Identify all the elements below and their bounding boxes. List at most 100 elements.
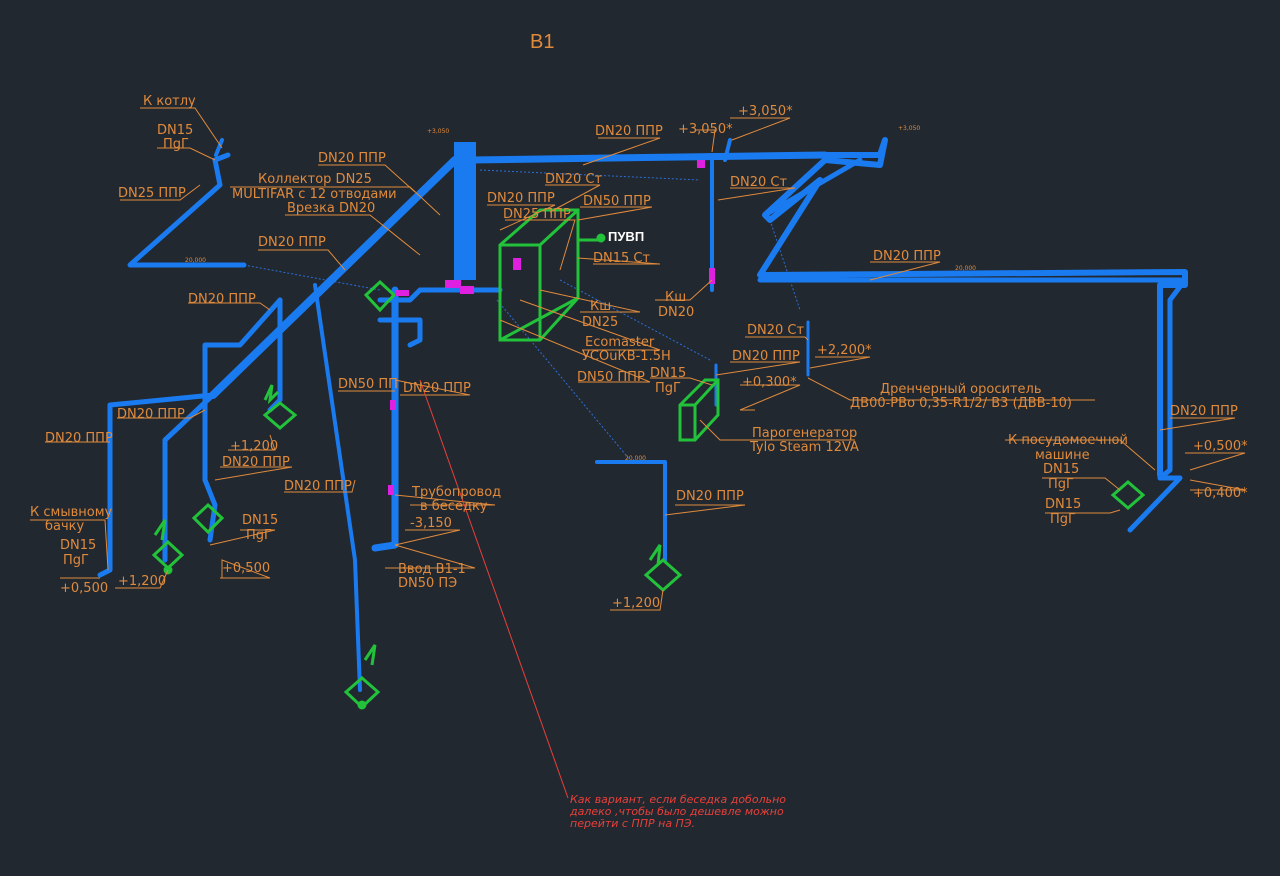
- label-dn20-ppr-top: DN20 ППР: [318, 151, 386, 166]
- label-ksh-1: Кш: [590, 299, 611, 314]
- valve-208-520: [191, 502, 225, 535]
- label-usoukv: УСОuКВ-1.5Н: [582, 349, 671, 364]
- label-v-besedku: в беседку: [420, 499, 488, 514]
- equipment-layer: [151, 208, 1146, 710]
- label-dn20-ppr-mid: DN20 ППР: [258, 235, 326, 250]
- label-dn50-ppr-1: DN50 ППР: [583, 194, 651, 209]
- label-k-posudomoech: К посудомоечной: [1008, 433, 1128, 448]
- boiler-riser: [214, 138, 224, 157]
- right-upper-branch: [762, 157, 863, 218]
- label-dn20-ppr-top-right: DN20 ППР: [595, 124, 663, 139]
- label-dn50-ppr-3: DN50 ПП: [338, 377, 398, 392]
- label-dn15-st: DN15 Ст: [593, 251, 650, 266]
- note-leader: [419, 379, 569, 799]
- label-multifar: MULTIFAR с 12 отводами: [232, 187, 397, 202]
- small-label-3: 20,000: [955, 265, 976, 272]
- valve-1128-495: [1110, 480, 1146, 510]
- label-drencher-model: ДВ00-РВо 0,35-R1/2/ В3 (ДВВ-10): [850, 396, 1072, 411]
- note-block: Как вариант, если беседка добольно далек…: [569, 793, 786, 830]
- ecomaster-unit: [498, 208, 580, 342]
- label-dn25-ppr-left: DN25 ППР: [118, 186, 186, 201]
- label-dn50-pe: DN50 ПЭ: [398, 576, 457, 591]
- label-elev-1200-c: +1,200: [612, 596, 660, 611]
- label-dn15-3: DN15: [60, 538, 96, 553]
- label-dn25-ppr-mid: DN25 ППР: [503, 207, 571, 222]
- label-ecomaster: Ecomaster: [585, 335, 655, 350]
- label-elev-2200: +2,200*: [817, 343, 872, 358]
- note-line-3: перейти с ППР на ПЭ.: [570, 817, 695, 830]
- valve-362-692: [343, 644, 381, 710]
- labels: К котлу DN15 ПgГ DN25 ППР DN20 ППР Колле…: [30, 94, 1248, 611]
- center-drop: [595, 460, 667, 562]
- label-dn20-ppr-bot: DN20 ППР: [676, 489, 744, 504]
- label-dn20-ppr-pg: DN20 ППР: [732, 349, 800, 364]
- label-dn25-1: DN25: [582, 315, 618, 330]
- label-pgg-1: ПgГ: [163, 137, 189, 152]
- label-pgg-2: ПgГ: [246, 528, 272, 543]
- label-dn15-2: DN15: [242, 513, 278, 528]
- label-dn20-ppr-left3: DN20 ППР: [45, 431, 113, 446]
- small-label-5: +3,050: [898, 125, 920, 132]
- label-tylo: Tylo Steam 12VA: [749, 440, 859, 455]
- valve-280-415: [262, 384, 298, 430]
- steam-generator: [678, 378, 720, 442]
- label-dn20-ppr-left2: DN20 ППР: [117, 407, 185, 422]
- label-dn20-ppr-left5: DN20 ППР: [284, 479, 352, 494]
- note-line-2: далеко ,чтобы было дешевле можно: [569, 805, 784, 818]
- label-k-smyvnomu: К смывному: [30, 505, 113, 520]
- label-dn15-pg: DN15: [650, 366, 686, 381]
- label-elev-0300: +0,300*: [742, 375, 797, 390]
- main-header-top: [466, 151, 829, 164]
- label-dn20-ppr-far: DN20 ППР: [1170, 404, 1238, 419]
- label-dn20-ppr-left4: DN20 ППР: [222, 455, 290, 470]
- label-dn20-2: DN20: [658, 305, 694, 320]
- label-elev-0500-c: +0,500*: [1193, 439, 1248, 454]
- left-branch-4: [97, 392, 216, 578]
- label-pgg-3: ПgГ: [63, 553, 89, 568]
- small-label-1: 20,000: [185, 257, 206, 264]
- label-vrezka: Врезка DN20: [287, 201, 375, 216]
- label-elev-3050-a: +3,050*: [678, 122, 733, 137]
- fittings: [388, 160, 715, 495]
- label-elev-3150: -3,150: [410, 516, 452, 531]
- label-dn20-st-2: DN20 Ст: [730, 175, 787, 190]
- label-puvp: ПУВП: [608, 229, 644, 244]
- note-line-1: Как вариант, если беседка добольно: [570, 793, 786, 806]
- label-pgg-pg: ПgГ: [655, 381, 681, 396]
- boiler-branch: [127, 152, 247, 268]
- small-annotations: 20,000 20,000 20,000 +3,050 +3,050: [185, 125, 976, 462]
- label-mashine: машине: [1035, 448, 1090, 463]
- label-elev-3050-b: +3,050*: [738, 104, 793, 119]
- label-dn20-ppr-right: DN20 ППР: [873, 249, 941, 264]
- label-dn20-ppr-up: DN20 ППР: [487, 191, 555, 206]
- label-dn50-ppr-2: DN50 ППР: [577, 370, 645, 385]
- middle-riser: [371, 286, 399, 552]
- label-elev-0500-b: +0,500: [60, 581, 108, 596]
- small-label-4: +3,050: [427, 128, 449, 135]
- long-riser-left: [313, 283, 362, 692]
- label-dn20-st-1: DN20 Ст: [545, 172, 602, 187]
- dishwasher-branch: [1127, 475, 1183, 533]
- right-top-loop: [757, 137, 1188, 478]
- label-elev-1200-a: +1,200: [230, 439, 278, 454]
- label-elev-0400: +0,400*: [1193, 486, 1248, 501]
- small-label-2: 20,000: [625, 455, 646, 462]
- valve-380-295: [363, 279, 397, 313]
- label-dn20-ppr-4: DN20 ППР: [403, 381, 471, 396]
- valve-168-555: [151, 519, 185, 571]
- label-ksh-2: Кш: [665, 290, 686, 305]
- label-dn20-ppr-left1: DN20 ППР: [188, 292, 256, 307]
- label-vvod: Ввод В1-1: [398, 562, 466, 577]
- vertical-ksh-2: [723, 138, 732, 162]
- leader-lines: [30, 107, 1246, 611]
- label-dn15-5: DN15: [1045, 497, 1081, 512]
- label-dn15-1: DN15: [157, 123, 193, 138]
- diagram-title: B1: [530, 31, 554, 53]
- label-parogenerator: Парогенератор: [752, 426, 857, 441]
- guide-lines: [243, 169, 801, 461]
- label-dn15-4: DN15: [1043, 462, 1079, 477]
- label-pgg-5: ПgГ: [1050, 512, 1076, 527]
- riser-top-link: [377, 317, 423, 348]
- collector-column: [454, 142, 476, 280]
